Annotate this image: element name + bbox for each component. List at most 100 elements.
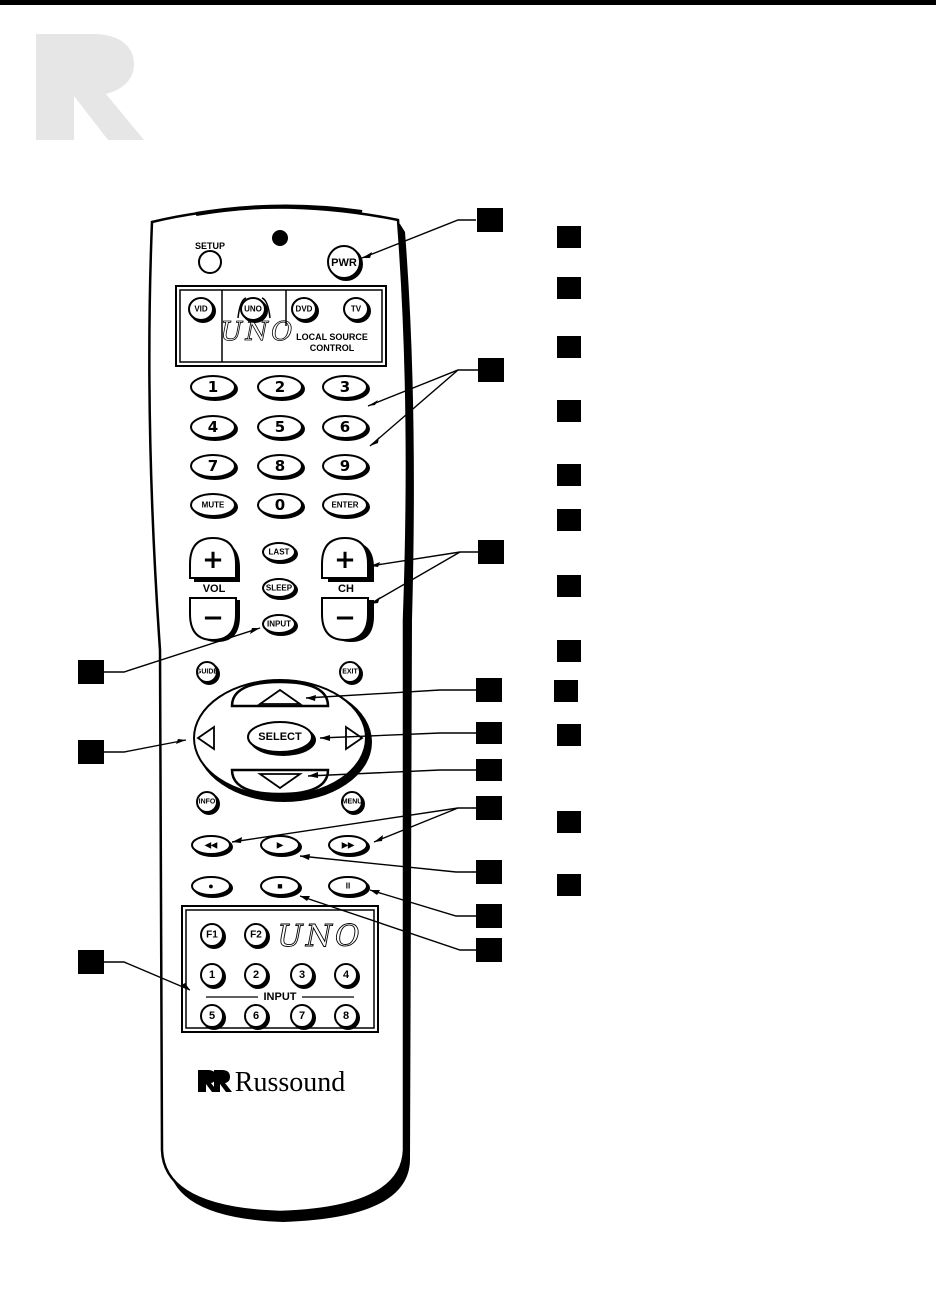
legend-box-11 — [557, 811, 581, 833]
svg-text:TV: TV — [351, 305, 362, 314]
setup-button[interactable]: SETUP — [195, 241, 225, 274]
callout-box-pwr — [477, 208, 503, 232]
legend-box-5 — [557, 464, 581, 486]
select-button[interactable]: SELECT — [247, 721, 316, 756]
uno-input-button-4[interactable]: 4 — [334, 963, 360, 989]
digit-button-6[interactable]: 6 — [322, 415, 370, 441]
svg-text:DVD: DVD — [296, 305, 313, 314]
menu-button[interactable]: MENU — [341, 791, 365, 815]
digit-button-1[interactable]: 1 — [190, 375, 238, 401]
digit-label: 3 — [340, 378, 350, 396]
svg-text:MENU: MENU — [342, 799, 363, 806]
digit-button-7[interactable]: 7 — [190, 454, 238, 480]
top-rule — [0, 0, 936, 5]
digit-button-9[interactable]: 9 — [322, 454, 370, 480]
local-source-panel: VID UNO UNO DVD TV LOCAL SOURCE CONTROL — [175, 285, 387, 367]
svg-text:−: − — [202, 603, 224, 633]
guide-button[interactable]: GUIDE — [196, 661, 220, 685]
ch-up-button[interactable]: + — [321, 536, 374, 582]
nav-left-button[interactable] — [196, 725, 215, 751]
uno-input-label: 8 — [343, 1010, 349, 1022]
digit-button-5[interactable]: 5 — [257, 415, 305, 441]
local-source-caption-2: CONTROL — [310, 343, 355, 353]
sleep-button[interactable]: SLEEP — [262, 578, 298, 600]
legend-box-3 — [557, 336, 581, 358]
digit-label: 9 — [340, 457, 350, 475]
pwr-button[interactable]: PWR — [327, 245, 363, 281]
digit-button-4[interactable]: 4 — [190, 415, 238, 441]
svg-text:INPUT: INPUT — [267, 620, 291, 629]
nav-right-button[interactable] — [345, 725, 364, 751]
russound-brand: Russound — [198, 1067, 345, 1098]
play-icon: ▶ — [276, 841, 284, 850]
vol-label: VOL — [203, 583, 226, 595]
vol-up-button[interactable]: + — [189, 536, 240, 582]
f2-button[interactable]: F2 — [244, 923, 270, 949]
ir-emitter — [272, 230, 288, 246]
zero-button[interactable]: 0 — [257, 493, 305, 519]
last-button[interactable]: LAST — [262, 542, 298, 564]
uno-input-button-2[interactable]: 2 — [244, 963, 270, 989]
enter-button[interactable]: ENTER — [322, 493, 370, 519]
mute-button[interactable]: MUTE — [190, 493, 238, 519]
svg-text:SLEEP: SLEEP — [266, 584, 293, 593]
stop-button[interactable]: ■ — [260, 876, 302, 898]
fast-forward-button[interactable]: ▶▶ — [328, 835, 370, 857]
svg-text:GUIDE: GUIDE — [196, 669, 219, 676]
digit-button-2[interactable]: 2 — [257, 375, 305, 401]
callout-box-numbers — [478, 358, 504, 382]
digit-button-3[interactable]: 3 — [322, 375, 370, 401]
uno-input-label: 5 — [209, 1010, 215, 1022]
input-button[interactable]: INPUT — [262, 614, 298, 636]
uno-input-caption: INPUT — [264, 991, 297, 1003]
svg-text:INFO: INFO — [199, 799, 216, 806]
uno-input-label: 1 — [209, 969, 215, 981]
uno-panel-script-logo: UNO — [277, 919, 362, 954]
stop-icon: ■ — [277, 881, 282, 891]
uno-input-button-5[interactable]: 5 — [200, 1004, 226, 1030]
rewind-button[interactable]: ◀◀ — [191, 835, 233, 857]
exit-button[interactable]: EXIT — [339, 661, 363, 685]
down-arrow-icon — [257, 773, 303, 790]
svg-text:+: + — [202, 545, 224, 575]
ch-label: CH — [338, 583, 354, 595]
legend-box-12 — [557, 874, 581, 896]
ch-down-button[interactable]: − — [321, 597, 374, 642]
setup-label: SETUP — [195, 241, 225, 251]
uno-input-button-7[interactable]: 7 — [290, 1004, 316, 1030]
svg-text:+: + — [334, 545, 356, 575]
dvd-button[interactable]: DVD — [291, 297, 319, 323]
nav-up-button[interactable] — [230, 680, 330, 708]
play-button[interactable]: ▶ — [260, 835, 302, 857]
svg-text:VID: VID — [194, 305, 208, 314]
uno-input-button-8[interactable]: 8 — [334, 1004, 360, 1030]
uno-input-label: 6 — [253, 1010, 259, 1022]
callout-box-input — [78, 660, 104, 684]
left-arrow-icon — [196, 725, 215, 751]
rewind-icon: ◀◀ — [204, 841, 218, 850]
uno-input-button-1[interactable]: 1 — [200, 963, 226, 989]
info-button[interactable]: INFO — [196, 791, 220, 815]
digit-label: 5 — [275, 418, 285, 436]
uno-input-button-3[interactable]: 3 — [290, 963, 316, 989]
f1-button[interactable]: F1 — [200, 923, 226, 949]
pause-button[interactable]: II — [328, 876, 370, 898]
callout-box-uno-panel — [78, 950, 104, 974]
svg-text:0: 0 — [275, 496, 285, 514]
right-arrow-icon — [345, 725, 364, 751]
digit-button-8[interactable]: 8 — [257, 454, 305, 480]
vid-button[interactable]: VID — [188, 297, 216, 323]
uno-button[interactable]: UNO — [240, 297, 268, 323]
brand-name: Russound — [235, 1067, 345, 1098]
svg-text:−: − — [334, 603, 356, 633]
callout-box-select — [476, 722, 502, 744]
record-icon: ● — [208, 881, 213, 891]
uno-input-button-6[interactable]: 6 — [244, 1004, 270, 1030]
nav-down-button[interactable] — [230, 768, 330, 796]
record-button[interactable]: ● — [191, 876, 233, 898]
vol-down-button[interactable]: − — [189, 597, 240, 642]
tv-button[interactable]: TV — [343, 297, 371, 323]
vol-rocker: + VOL − — [189, 536, 240, 642]
